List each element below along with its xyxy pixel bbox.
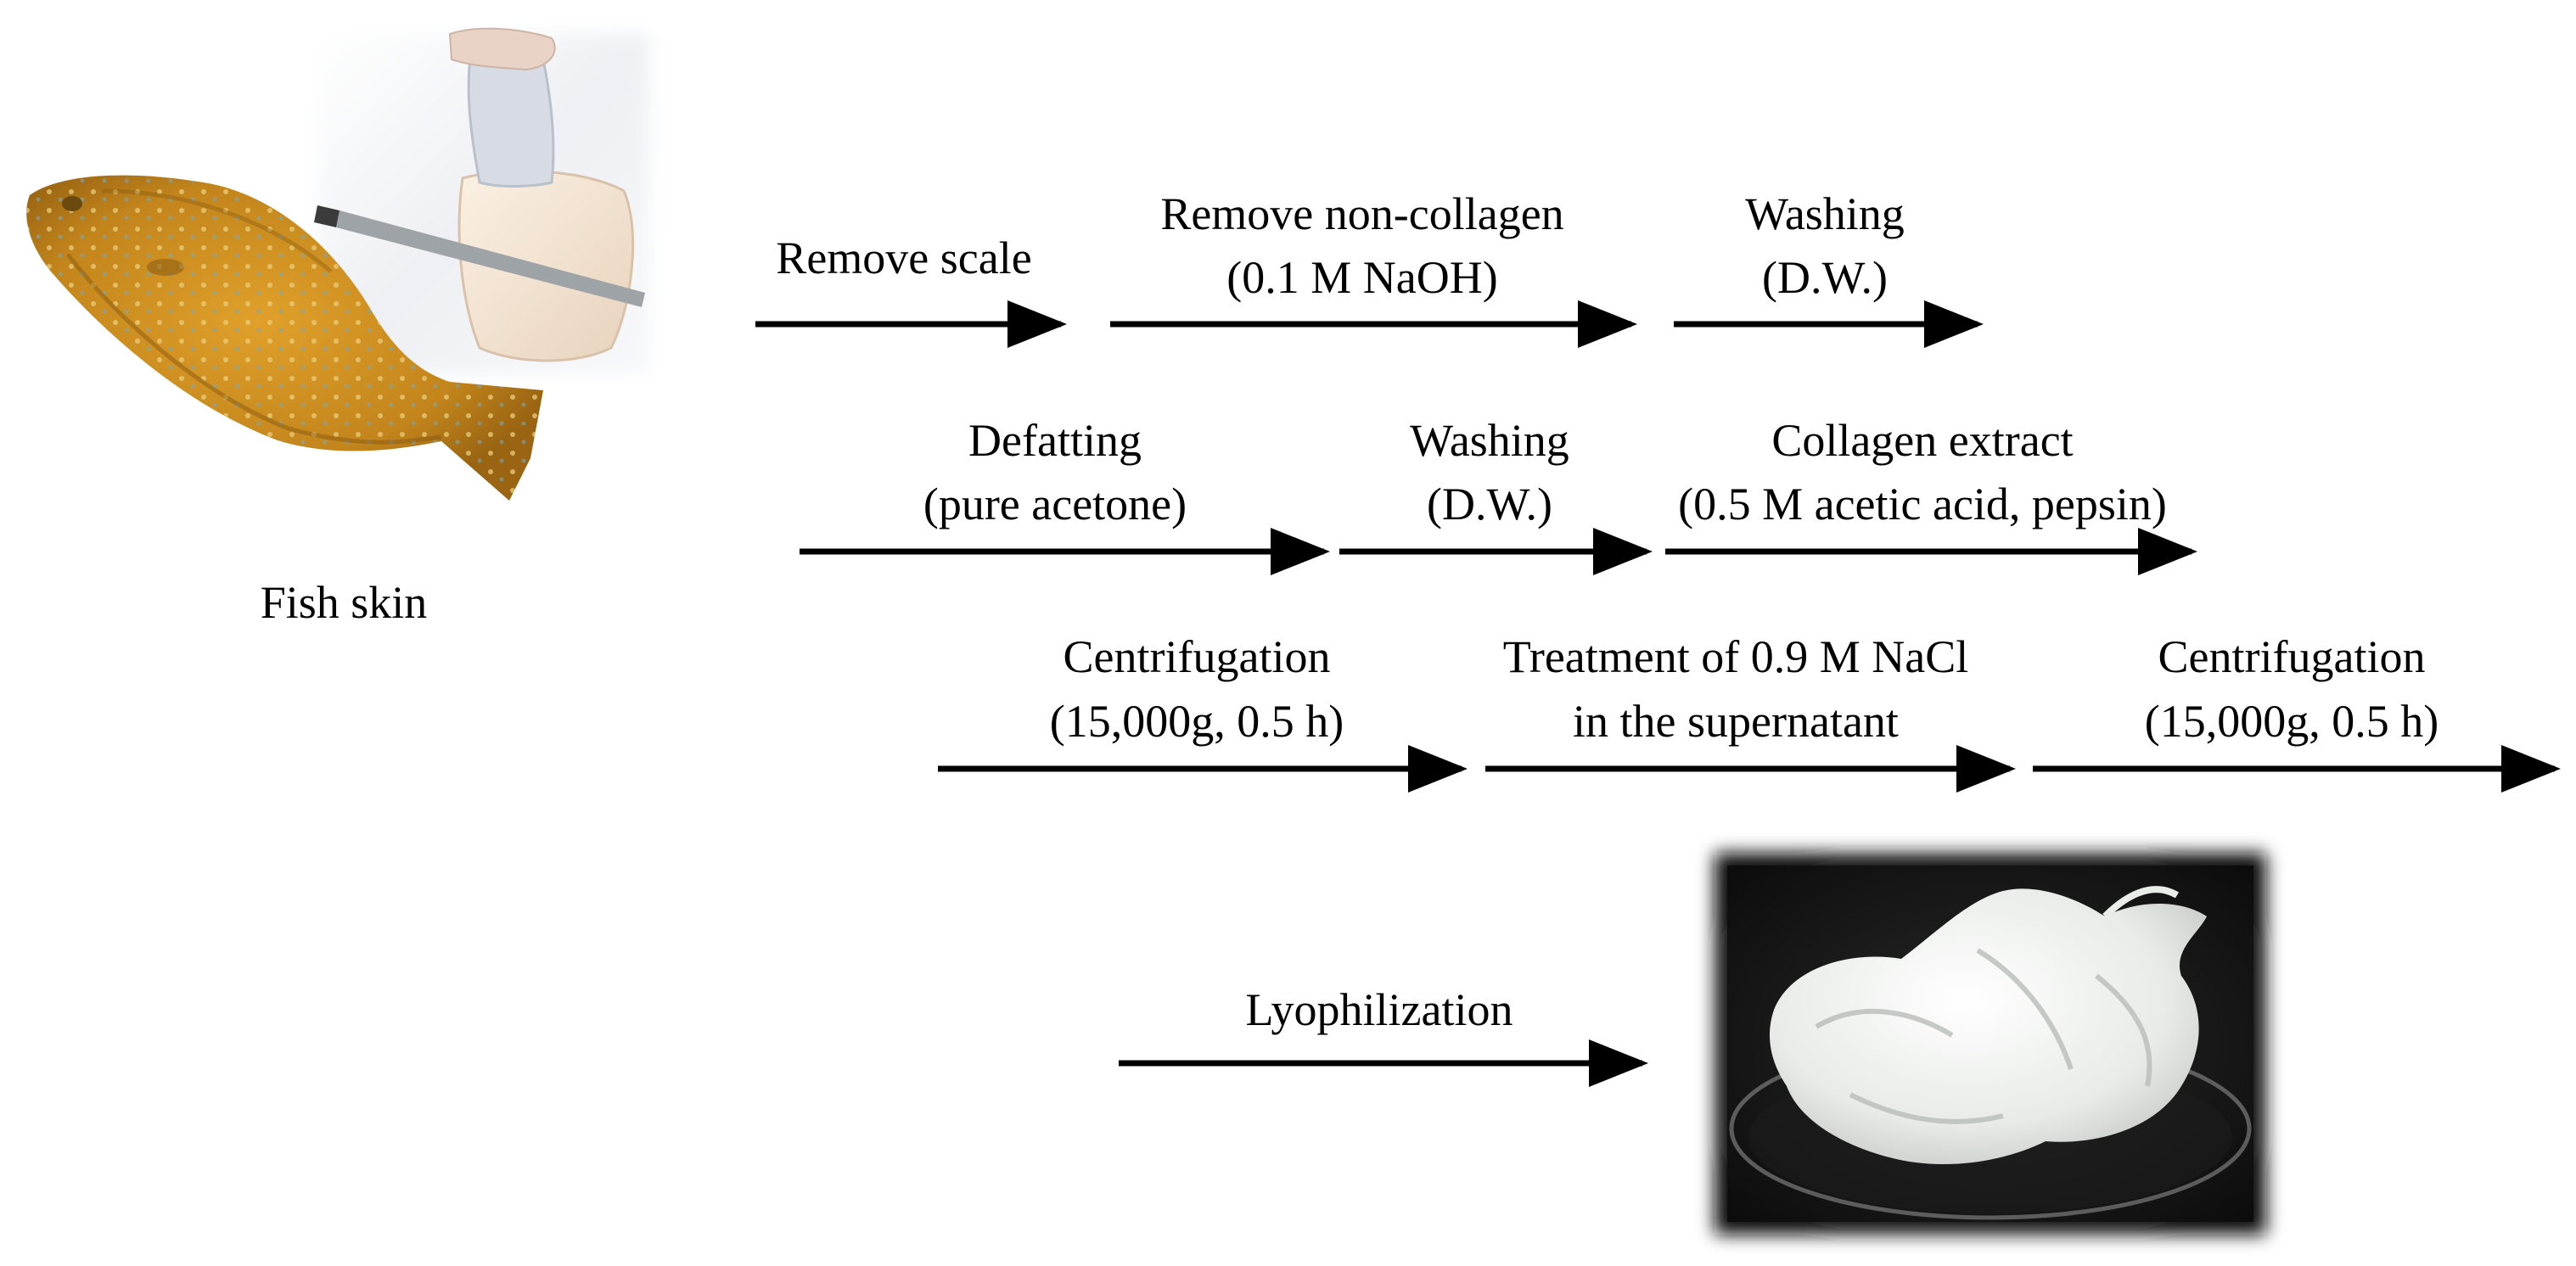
step-4-label-line-1: Defatting xyxy=(968,415,1142,466)
step-9-label-line-1: Centrifugation xyxy=(2158,631,2426,682)
step-3-label-line-2: (D.W.) xyxy=(1762,252,1888,303)
step-2-label-line-2: (0.1 M NaOH) xyxy=(1226,252,1497,303)
step-labels: Remove scale Remove non-collagen (0.1 M … xyxy=(776,188,2439,1035)
fish-skin-image xyxy=(26,27,649,501)
step-5-label-line-2: (D.W.) xyxy=(1427,479,1552,529)
step-1-label: Remove scale xyxy=(776,232,1031,283)
step-3-label-line-1: Washing xyxy=(1745,188,1905,239)
step-9-label-line-2: (15,000g, 0.5 h) xyxy=(2145,696,2439,747)
step-10-label: Lyophilization xyxy=(1246,984,1513,1035)
step-7-label-line-2: (15,000g, 0.5 h) xyxy=(1050,696,1344,747)
source-label: Fish skin xyxy=(261,577,428,628)
step-8-label-line-1: Treatment of 0.9 M NaCl xyxy=(1503,631,1968,682)
collagen-product-image xyxy=(1715,853,2266,1235)
step-4-label-line-2: (pure acetone) xyxy=(923,479,1187,529)
step-arrows xyxy=(755,300,2561,1087)
step-8-label-line-2: in the supernatant xyxy=(1573,696,1899,747)
step-7-label-line-1: Centrifugation xyxy=(1064,631,1331,682)
step-6-label-line-1: Collagen extract xyxy=(1771,415,2073,466)
step-6-label-line-2: (0.5 M acetic acid, pepsin) xyxy=(1678,479,2167,529)
step-2-label-line-1: Remove non-collagen xyxy=(1160,188,1563,239)
step-5-label-line-1: Washing xyxy=(1410,415,1569,466)
